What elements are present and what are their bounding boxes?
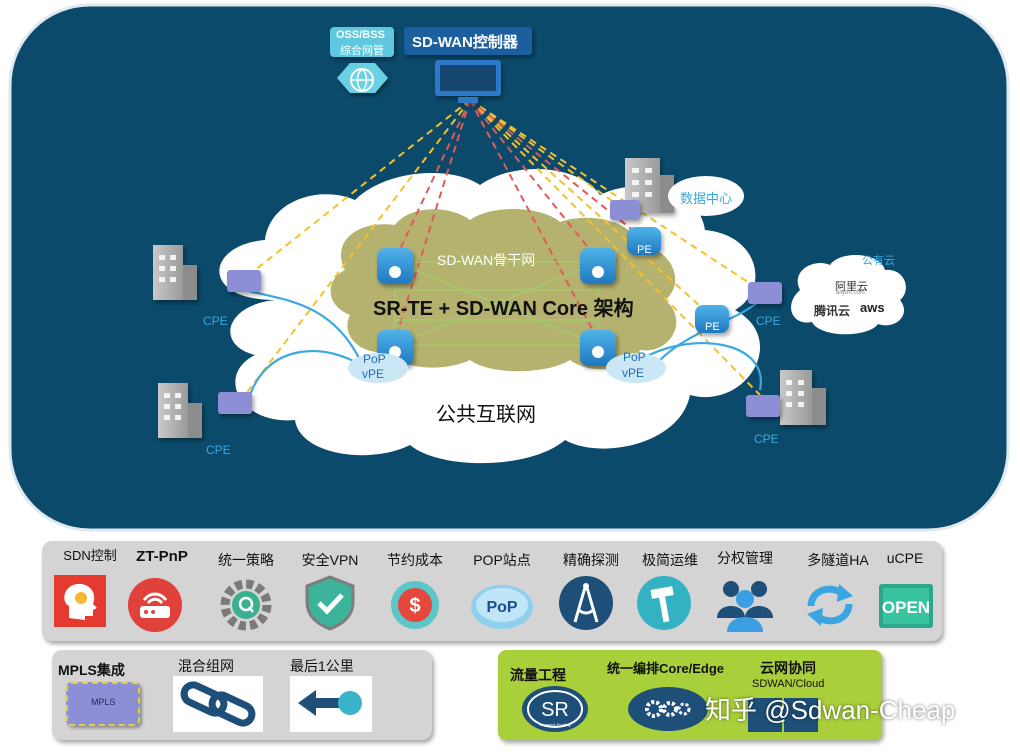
feature-label-sdn: SDN控制: [63, 548, 117, 563]
shield-check-icon: [305, 575, 355, 631]
pop-text: PoP: [486, 599, 517, 616]
mpls-chip-icon: [66, 682, 140, 726]
pop-vpe-right-line2: vPE: [622, 366, 645, 380]
tencent-cloud-logo: 腾讯云: [814, 304, 851, 318]
pop-vpe-cloud-right: [606, 353, 666, 383]
feature-label-cost: 节约成本: [387, 552, 443, 568]
pop-cloud-icon: PoP: [471, 585, 533, 629]
pe-label-right: PE: [705, 321, 720, 333]
building-icon-left-bottom: [158, 383, 202, 438]
cpe-label-left-bottom: CPE: [206, 443, 231, 457]
mpls-label: MPLS集成: [58, 662, 125, 678]
public-cloud-bubble: [791, 254, 906, 335]
mpls-chip-text: MPLS: [91, 697, 116, 707]
hybrid-label: 混合组网: [178, 658, 234, 674]
oss-label-line1: OSS/BSS: [336, 29, 385, 41]
internet-label: 公共互联网: [436, 404, 536, 426]
last-mile-arrow-icon: [290, 676, 372, 732]
datacenter-cloud-bubble: [668, 176, 744, 216]
feature-label-vpn: 安全VPN: [301, 552, 359, 568]
sr-text: SR: [541, 699, 569, 721]
backbone-label: SD-WAN骨干网: [437, 252, 536, 268]
feature-label-pop: POP站点: [473, 552, 531, 568]
public-cloud-label: 公有云: [862, 255, 895, 267]
policy-gear-icon: [220, 579, 272, 631]
pop-vpe-left-line1: PoP: [363, 352, 386, 366]
feature-label-policy: 统一策略: [218, 552, 274, 568]
aliyun-logo: 阿里云: [835, 281, 868, 293]
controller-label: SD-WAN控制器: [412, 34, 518, 51]
pop-vpe-left-line2: vPE: [362, 367, 385, 381]
svg-text:$: $: [409, 595, 420, 617]
cpe-label-right-top: CPE: [756, 314, 781, 328]
pop-vpe-cloud-left: [348, 353, 408, 383]
cpe-router-icons: [218, 200, 782, 417]
cpe-label-right-bottom: CPE: [754, 432, 779, 446]
building-icon-right: [780, 370, 826, 425]
orchestration-gears-icon: [628, 687, 708, 731]
feature-label-ztp: ZT-PnP: [136, 548, 188, 565]
cpe-label-left-top: CPE: [203, 314, 228, 328]
building-icon-datacenter: [625, 158, 674, 213]
feature-label-ucpe: uCPE: [886, 550, 924, 566]
cloud-puzzle-icon: [748, 698, 818, 732]
sr-sub-text: Segment Routing: [540, 722, 571, 727]
oss-bss-node: [330, 27, 394, 93]
people-icon: [717, 581, 773, 632]
open-icon: OPEN: [879, 584, 933, 628]
building-icon-left-top: [153, 245, 197, 300]
chain-link-icon: [173, 676, 263, 732]
last-mile-label: 最后1公里: [290, 658, 354, 674]
pop-vpe-right-line1: PoP: [623, 350, 646, 364]
segment-routing-icon: SR Segment Routing: [522, 686, 588, 732]
aliyun-sub: aliyun.com: [836, 290, 865, 296]
feature-label-probe: 精确探测: [563, 552, 619, 568]
network-topology-diagram: [8, 3, 1010, 532]
watermark: 知乎 @Sdwan-Cheap: [705, 695, 956, 725]
cloud-network-label: 云网协同: [760, 660, 816, 676]
compass-icon: [559, 576, 613, 630]
traffic-engineering-label: 流量工程: [510, 667, 566, 683]
feature-label-ha: 多隧道HA: [807, 552, 869, 568]
datacenter-label: 数据中心: [680, 191, 733, 206]
cloud-network-sub: SDWAN/Cloud: [752, 678, 825, 690]
orchestration-label: 统一编排Core/Edge: [607, 661, 725, 676]
feature-label-rbac: 分权管理: [717, 550, 773, 566]
hammer-icon: [637, 576, 691, 630]
sdwan-controller: [404, 27, 532, 103]
pe-label-top: PE: [637, 244, 652, 256]
router-icon: [128, 578, 182, 632]
open-text: OPEN: [882, 598, 930, 617]
sdn-head-icon: [54, 575, 106, 627]
aws-logo: aws: [860, 300, 885, 315]
dollar-icon: $: [391, 581, 439, 629]
architecture-title: SR-TE + SD-WAN Core 架构: [373, 298, 634, 320]
feature-label-ops: 极简运维: [642, 552, 698, 568]
oss-label-line2: 综合网管: [340, 45, 384, 57]
sync-arrows-icon: [807, 584, 853, 626]
